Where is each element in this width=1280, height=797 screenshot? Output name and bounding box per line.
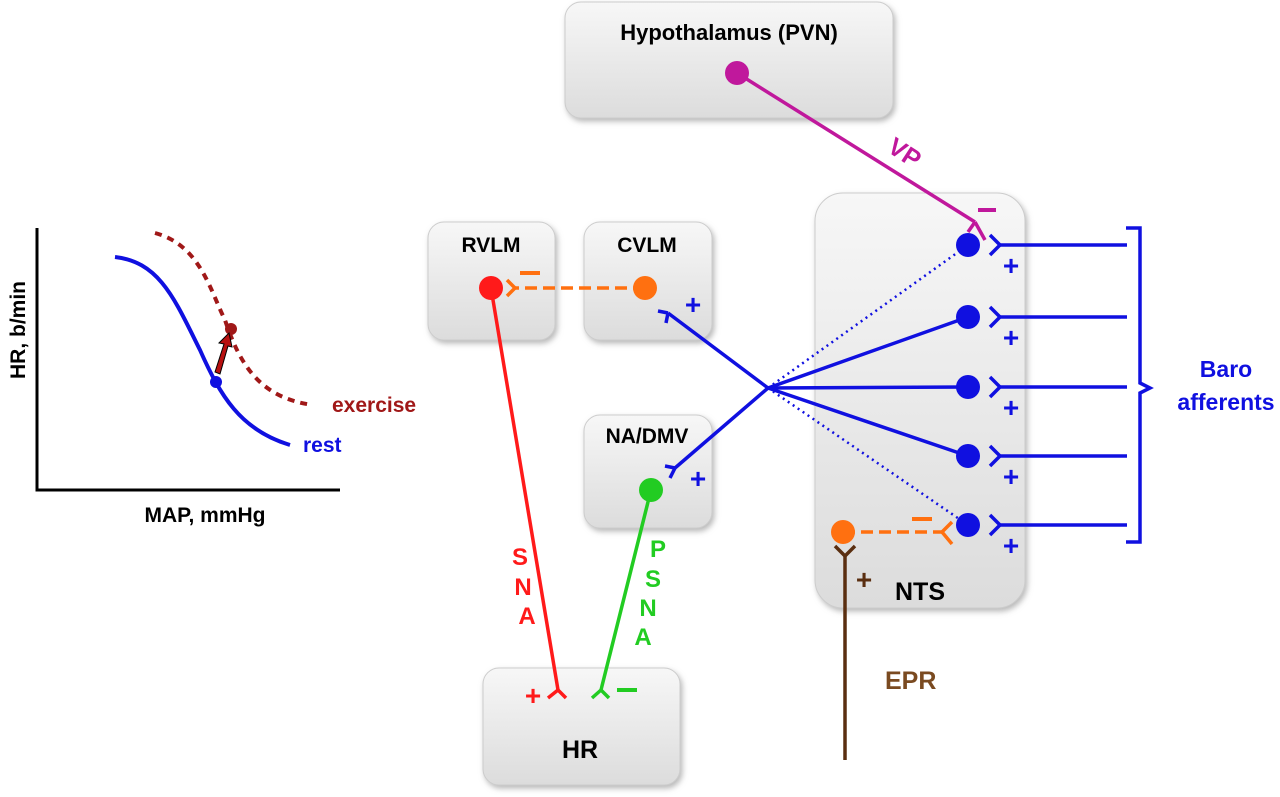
cvlm-inhibit-sign	[520, 271, 540, 275]
vp-pathway: VP	[725, 61, 996, 241]
afferent-synapse	[988, 444, 1002, 468]
rest-label: rest	[303, 434, 342, 457]
psna-letter: P	[650, 536, 666, 563]
nts-inhibitory-interneuron	[831, 517, 954, 546]
exercise-label: exercise	[332, 394, 416, 417]
exercise-curve	[154, 231, 314, 407]
rvlm-label: RVLM	[461, 234, 520, 257]
baro-plus-sign: +	[1003, 461, 1019, 492]
interneuron-inhibit-sign	[912, 517, 932, 521]
afferent-synapse	[988, 375, 1002, 399]
baroreflex-curve-graph: HR, b/min MAP, mmHg exercise rest	[7, 228, 416, 527]
nts-neuron	[956, 305, 980, 329]
epr-label: EPR	[885, 667, 936, 695]
nadmv-label: NA/DMV	[606, 425, 689, 448]
nts-neuron	[956, 513, 980, 537]
sna-letter: A	[518, 603, 535, 630]
x-axis-label: MAP, mmHg	[145, 504, 266, 527]
afferent-synapse	[988, 305, 1002, 329]
psna-letter: A	[634, 624, 651, 651]
nts-neuron	[956, 444, 980, 468]
afferents-label: afferents	[1177, 389, 1274, 415]
nadmv-plus-sign: +	[690, 463, 706, 494]
pvn-neuron	[725, 61, 749, 85]
baro-plus-sign: +	[1003, 250, 1019, 281]
hypothalamus-box	[564, 1, 894, 119]
vp-inhibit-sign	[978, 208, 996, 212]
baro-plus-sign: +	[1003, 530, 1019, 561]
graph-axes	[35, 228, 340, 492]
baro-label: Baro	[1200, 356, 1252, 382]
cvlm-plus-sign: +	[685, 289, 701, 320]
afferent-synapse	[988, 233, 1002, 257]
rest-operating-point	[210, 376, 222, 388]
nts-neuron	[956, 233, 980, 257]
cvlm-rvlm-pathway	[505, 271, 657, 300]
baro-plus-sign: +	[1003, 392, 1019, 423]
reset-arrow-icon	[214, 331, 233, 375]
nadmv-neuron	[639, 478, 663, 502]
psna-pathway: P S N A	[590, 478, 666, 700]
psna-letter: N	[639, 595, 656, 622]
rvlm-neuron	[479, 276, 503, 300]
hypothalamus-label: Hypothalamus (PVN)	[620, 20, 838, 45]
nts-projections	[657, 243, 969, 527]
afferent-synapse	[988, 513, 1002, 537]
nadmv-box	[583, 414, 713, 529]
epr-plus-sign: +	[856, 564, 872, 595]
baro-plus-sign: +	[1003, 322, 1019, 353]
sna-letter: S	[512, 544, 528, 571]
nts-neuron	[956, 375, 980, 399]
cvlm-neuron	[633, 276, 657, 300]
exercise-operating-point	[225, 323, 237, 335]
hr-box	[482, 667, 681, 786]
sna-plus-sign: +	[525, 680, 541, 711]
sna-pathway: + S N A	[479, 276, 568, 711]
cvlm-label: CVLM	[617, 234, 677, 257]
nts-box	[814, 192, 1026, 609]
sna-letter: N	[514, 574, 531, 601]
epr-pathway: + EPR	[833, 544, 936, 760]
nts-label: NTS	[895, 578, 945, 606]
hr-label: HR	[562, 736, 598, 764]
psna-inhibit-sign	[617, 688, 637, 692]
psna-letter: S	[645, 566, 661, 593]
y-axis-label: HR, b/min	[7, 281, 30, 379]
nts-neurons: + + + + +	[956, 233, 1127, 561]
baro-bracket	[1126, 226, 1154, 544]
rest-curve	[114, 255, 291, 447]
